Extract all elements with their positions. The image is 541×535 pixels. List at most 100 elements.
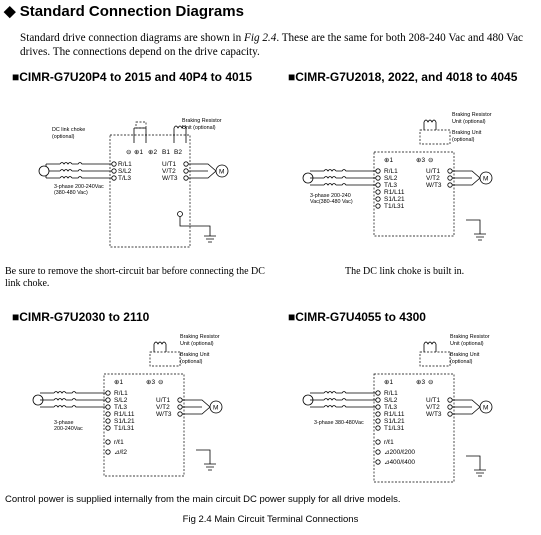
diagram-20p4-2015: DC link choke (optional) Braking Resisto… <box>38 118 229 248</box>
terminal-label-r: R/L1 <box>114 390 128 397</box>
input-fuses-reactor <box>59 162 112 179</box>
terminal-s1 <box>105 418 111 424</box>
terminal-s <box>111 168 117 174</box>
terminal-r <box>375 390 381 396</box>
terminal-label-s1: S1/L21 <box>114 418 135 425</box>
terminal-label-t1: T1/L31 <box>384 425 405 432</box>
terminal-r <box>105 390 111 396</box>
terminal-s1 <box>375 196 381 202</box>
diagram-2030-2110: Braking Resistor Unit (optional) Braking… <box>32 334 223 477</box>
section-title-3: ■CIMR-G7U2030 to 2110 <box>12 310 150 324</box>
terminal-label-s: S/L2 <box>384 175 398 182</box>
terminal-r-control <box>105 439 111 445</box>
motor-label: M <box>483 176 488 183</box>
input-fuses-reactor <box>323 391 376 408</box>
supply-label-d: 3-phase 380-480Vac <box>314 420 364 426</box>
terminal-label-t: T/L3 <box>384 404 397 411</box>
diamond-bullet-icon: ◆ <box>4 3 16 20</box>
input-fuses-reactor <box>323 169 376 186</box>
braking-resistor-label: Braking Resistor <box>182 118 222 124</box>
intro-text-before: Standard drive connection diagrams are s… <box>20 32 244 44</box>
figure-caption: Fig 2.4 Main Circuit Terminal Connection… <box>182 514 359 525</box>
terminal-s <box>105 397 111 403</box>
terminal-label-w: W/T3 <box>156 411 172 418</box>
motor-label: M <box>483 405 488 412</box>
terminal-s <box>375 175 381 181</box>
input-fuses-reactor <box>53 391 106 408</box>
section-heading: ◆ Standard Connection Diagrams <box>4 2 244 20</box>
terminal-label-t: T/L3 <box>118 175 131 182</box>
terminal-label-s: S/L2 <box>114 397 128 404</box>
terminal-w <box>183 175 189 181</box>
terminal-label-minus: ⊖ <box>126 149 132 156</box>
terminal-u <box>177 397 183 403</box>
braking-resistor-label: Braking Resistor <box>450 334 490 340</box>
terminal-label-w: W/T3 <box>426 182 442 189</box>
ground-icon <box>466 219 486 241</box>
heading-text: Standard Connection Diagrams <box>19 3 244 20</box>
supply-label-c2: 200-240Vac <box>54 426 83 432</box>
supply-label-a2: (380-480 Vac) <box>54 190 88 196</box>
terminal-w <box>177 411 183 417</box>
terminal-label-plus3: ⊕3 <box>416 157 425 164</box>
terminal-label-r: R/L1 <box>384 168 398 175</box>
supply-label-c1: 3-phase <box>54 420 73 426</box>
terminal-label-r1: R1/L11 <box>384 189 405 196</box>
terminal-label-s: S/L2 <box>384 397 398 404</box>
terminal-delta400 <box>375 459 381 465</box>
terminal-label-t: T/L3 <box>114 404 127 411</box>
motor-label: M <box>213 405 218 412</box>
terminal-label-delta-control: ⊿/ℓ2 <box>114 449 127 456</box>
terminal-r1 <box>105 411 111 417</box>
terminal-w <box>447 182 453 188</box>
braking-unit-box <box>419 129 451 145</box>
ground-icon <box>466 455 486 477</box>
motor-leads <box>452 170 481 186</box>
square-bullet-icon: ■ <box>288 70 296 84</box>
braking-resistor-unit-label: Unit (optional) <box>450 341 484 347</box>
braking-resistor-coil <box>423 119 437 130</box>
terminal-label-u: U/T1 <box>162 161 176 168</box>
terminal-label-r: R/L1 <box>118 161 132 168</box>
square-bullet-icon: ■ <box>12 310 20 324</box>
terminal-label-plus3: ⊕3 <box>146 379 155 386</box>
terminal-label-s: S/L2 <box>118 168 132 175</box>
section-title-4: ■CIMR-G7U4055 to 4300 <box>288 310 426 324</box>
dc-choke-box <box>135 121 147 129</box>
terminal-label-minus: ⊖ <box>158 379 164 386</box>
square-bullet-icon: ■ <box>288 310 296 324</box>
ground-icon <box>196 449 216 471</box>
drive-outline <box>373 151 455 237</box>
terminal-label-u: U/T1 <box>426 168 440 175</box>
terminal-label-t1: T1/L31 <box>384 203 405 210</box>
supply-label-a1: 3-phase 200-240Vac <box>54 184 104 190</box>
terminal-t <box>375 404 381 410</box>
terminal-label-r1: R1/L11 <box>384 411 405 418</box>
supply-label-b1: 3-phase 200-240 <box>310 193 351 199</box>
terminal-label-r-control: r/ℓ1 <box>114 439 124 446</box>
terminal-r <box>111 161 117 167</box>
terminal-label-v: V/T2 <box>156 404 170 411</box>
supply-bus <box>40 392 54 408</box>
braking-resistor-coil <box>153 341 167 352</box>
braking-resistor-coil <box>423 341 437 352</box>
terminal-label-s1: S1/L21 <box>384 418 405 425</box>
braking-unit-optional-label: (optional) <box>180 359 203 365</box>
terminal-s1 <box>375 418 381 424</box>
terminal-t1 <box>105 425 111 431</box>
terminal-label-r: R/L1 <box>384 390 398 397</box>
terminal-label-t: T/L3 <box>384 182 397 189</box>
diagram-4055-4300: Braking Resistor Unit (optional) Braking… <box>302 334 493 483</box>
terminal-label-plus1: ⊕1 <box>384 379 393 386</box>
dc-link-choke-label: DC link choke <box>52 127 85 133</box>
braking-unit-box <box>419 351 451 367</box>
terminal-label-plus1: ⊕1 <box>384 157 393 164</box>
terminal-label-plus2: ⊕2 <box>148 149 157 156</box>
terminal-t1 <box>375 425 381 431</box>
braking-unit-label: Braking Unit <box>452 130 482 136</box>
terminal-label-w: W/T3 <box>426 411 442 418</box>
diagram-2018-4045: Braking Resistor Unit (optional) Braking… <box>302 112 493 241</box>
dc-link-choke-optional-label: (optional) <box>52 134 75 140</box>
braking-unit-box <box>149 351 181 367</box>
figure-reference: Fig 2.4 <box>244 32 277 44</box>
